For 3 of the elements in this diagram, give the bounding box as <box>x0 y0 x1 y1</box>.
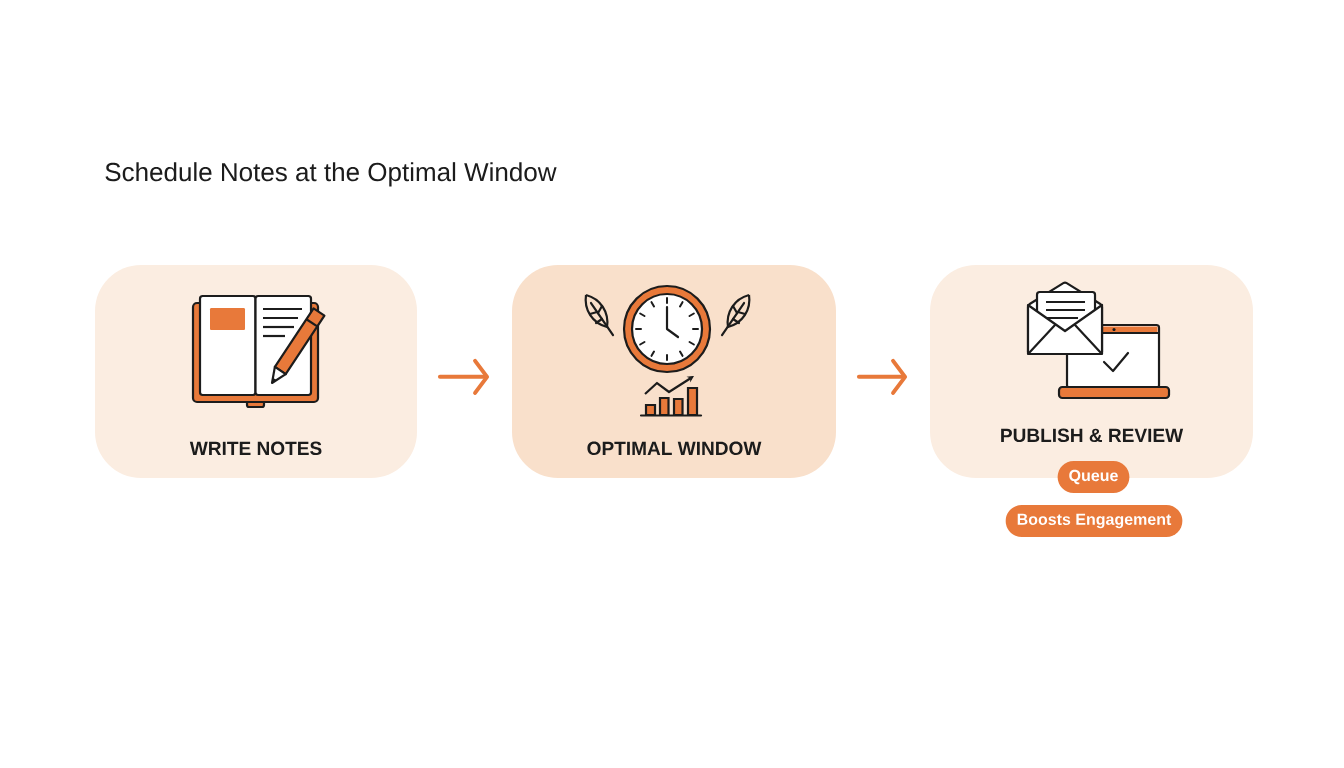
tag-pill: Boosts Engagement <box>1005 505 1183 537</box>
tag-pill: Queue <box>1057 461 1130 493</box>
title: Schedule Notes at the Optimal Window <box>105 162 557 187</box>
